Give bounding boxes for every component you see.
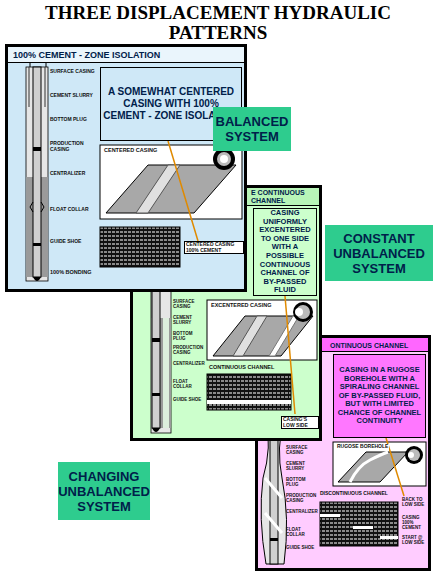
- illustration-part: [295, 308, 303, 316]
- illustration-part: [152, 338, 160, 342]
- illustration-label: GUIDE SHOE: [173, 398, 201, 403]
- illustration-part: [320, 502, 398, 546]
- illustration-part: [269, 316, 299, 356]
- system-label-text: CHANGING UNBALANCED SYSTEM: [58, 469, 150, 514]
- illustration-part: [270, 538, 278, 541]
- description-box: CASING UNIFORMLY EXCENTERED TO ONE SIDE …: [253, 208, 317, 296]
- illustration-label: FLOAT COLLAR: [173, 380, 205, 390]
- illustration-part: [405, 446, 423, 464]
- illustration-label: CENTRALIZER: [50, 171, 85, 177]
- illustration-part: [207, 300, 317, 360]
- illustration-label: CENTRALIZER: [173, 362, 205, 367]
- illustration-part: [152, 393, 160, 396]
- illustration-label: CEMENT SLURRY: [50, 93, 93, 99]
- illustration-part: [106, 165, 236, 213]
- illustration-label: START @ LOW SIDE: [402, 536, 427, 546]
- description-text: CASING IN A RUGOSE BOREHOLE WITH A SPIRA…: [336, 366, 423, 426]
- illustration-label: SURFACE CASING: [286, 446, 318, 456]
- description-box: CASING IN A RUGOSE BOREHOLE WITH A SPIRA…: [333, 354, 426, 438]
- illustration-part: [33, 277, 41, 281]
- illustration-part: [30, 202, 44, 212]
- system-label-box: BALANCED SYSTEM: [213, 107, 291, 151]
- system-label-text: CONSTANT UNBALANCED SYSTEM: [327, 231, 431, 276]
- illustration-label: CENTERED CASING 100% CEMENT: [184, 241, 244, 254]
- illustration-part: [33, 243, 41, 246]
- illustration-part: [163, 318, 169, 428]
- illustration-label: BOTTOM PLUG: [50, 117, 87, 123]
- illustration-label: CASING 100% CEMENT: [402, 516, 427, 531]
- page-title: THREE DISPLACEMENT HYDRAULIC PATTERNS: [10, 3, 426, 43]
- illustration-part: [152, 428, 160, 432]
- illustration-label: CONTINUOUS CHANNEL: [209, 364, 274, 370]
- illustration-label: GUIDE SHOE: [50, 239, 81, 245]
- illustration-label: CENTRALIZER: [286, 510, 318, 515]
- illustration-label: EXCENTERED CASING: [210, 302, 273, 308]
- illustration-part: [408, 449, 420, 461]
- illustration-part: [26, 67, 48, 281]
- illustration-part: [320, 514, 340, 517]
- illustration-label: RUGOSE BOREHOLE: [336, 444, 389, 450]
- illustration-label: SURFACE CASING: [50, 69, 95, 75]
- illustration-part: [151, 208, 171, 433]
- illustration-part: [213, 316, 313, 356]
- illustration-part: [220, 155, 228, 163]
- illustration-label: DISCONTINUOUS CHANNEL: [320, 491, 388, 497]
- illustration-label: CENTERED CASING: [103, 147, 158, 153]
- illustration-part: [136, 165, 180, 213]
- illustration-label: PRODUCTION CASING: [50, 141, 96, 152]
- illustration-label: CASING'S LOW SIDE: [281, 416, 319, 429]
- illustration-part: [265, 478, 282, 533]
- illustration-label: BOTTOM PLUG: [173, 332, 205, 342]
- illustration-part: [270, 352, 278, 564]
- illustration-part: [350, 452, 388, 482]
- illustration-label: 100% BONDING: [50, 269, 92, 275]
- system-label-box: CHANGING UNBALANCED SYSTEM: [58, 462, 150, 520]
- illustration-part: [353, 526, 373, 529]
- illustration-part: [33, 147, 41, 151]
- illustration-part: [293, 302, 313, 322]
- illustration-part: [408, 452, 414, 458]
- system-label-box: CONSTANT UNBALANCED SYSTEM: [325, 225, 433, 281]
- illustration-label: GUIDE SHOE: [286, 546, 314, 551]
- illustration-part: [333, 442, 426, 486]
- illustration-part: [233, 316, 267, 356]
- illustration-part: [261, 352, 286, 564]
- panel-header: 100% CEMENT - ZONE ISOLATION: [8, 47, 244, 63]
- system-label-text: BALANCED SYSTEM: [215, 114, 289, 144]
- illustration-part: [380, 536, 398, 539]
- illustration-label: BACK TO LOW SIDE: [402, 498, 427, 508]
- illustration-label: PRODUCTION CASING: [286, 494, 318, 504]
- illustration-part: [207, 374, 291, 410]
- illustration-part: [213, 148, 235, 170]
- illustration-part: [45, 67, 46, 107]
- illustration-part: [296, 305, 310, 319]
- illustration-part: [152, 208, 160, 428]
- illustration-part: [100, 227, 180, 267]
- illustration-label: CEMENT SLURRY: [173, 316, 205, 326]
- illustration-part: [168, 141, 198, 241]
- illustration-part: [207, 400, 291, 404]
- illustration-label: PRODUCTION CASING: [173, 346, 205, 356]
- illustration-part: [33, 67, 41, 277]
- illustration-part: [285, 296, 295, 414]
- illustration-part: [29, 67, 30, 107]
- illustration-part: [100, 145, 242, 219]
- illustration-label: BOTTOM PLUG: [286, 478, 318, 488]
- illustration-part: [217, 152, 231, 166]
- illustration-label: CEMENT SLURRY: [286, 462, 318, 472]
- description-text: CASING UNIFORMLY EXCENTERED TO ONE SIDE …: [256, 209, 314, 295]
- pattern-panel: 100% CEMENT - ZONE ISOLATIONA SOMEWHAT C…: [5, 44, 247, 292]
- illustration-label: FLOAT COLLAR: [50, 207, 89, 213]
- illustration-label: FLOAT COLLAR: [286, 528, 318, 538]
- illustration-label: SURFACE CASING: [173, 300, 205, 310]
